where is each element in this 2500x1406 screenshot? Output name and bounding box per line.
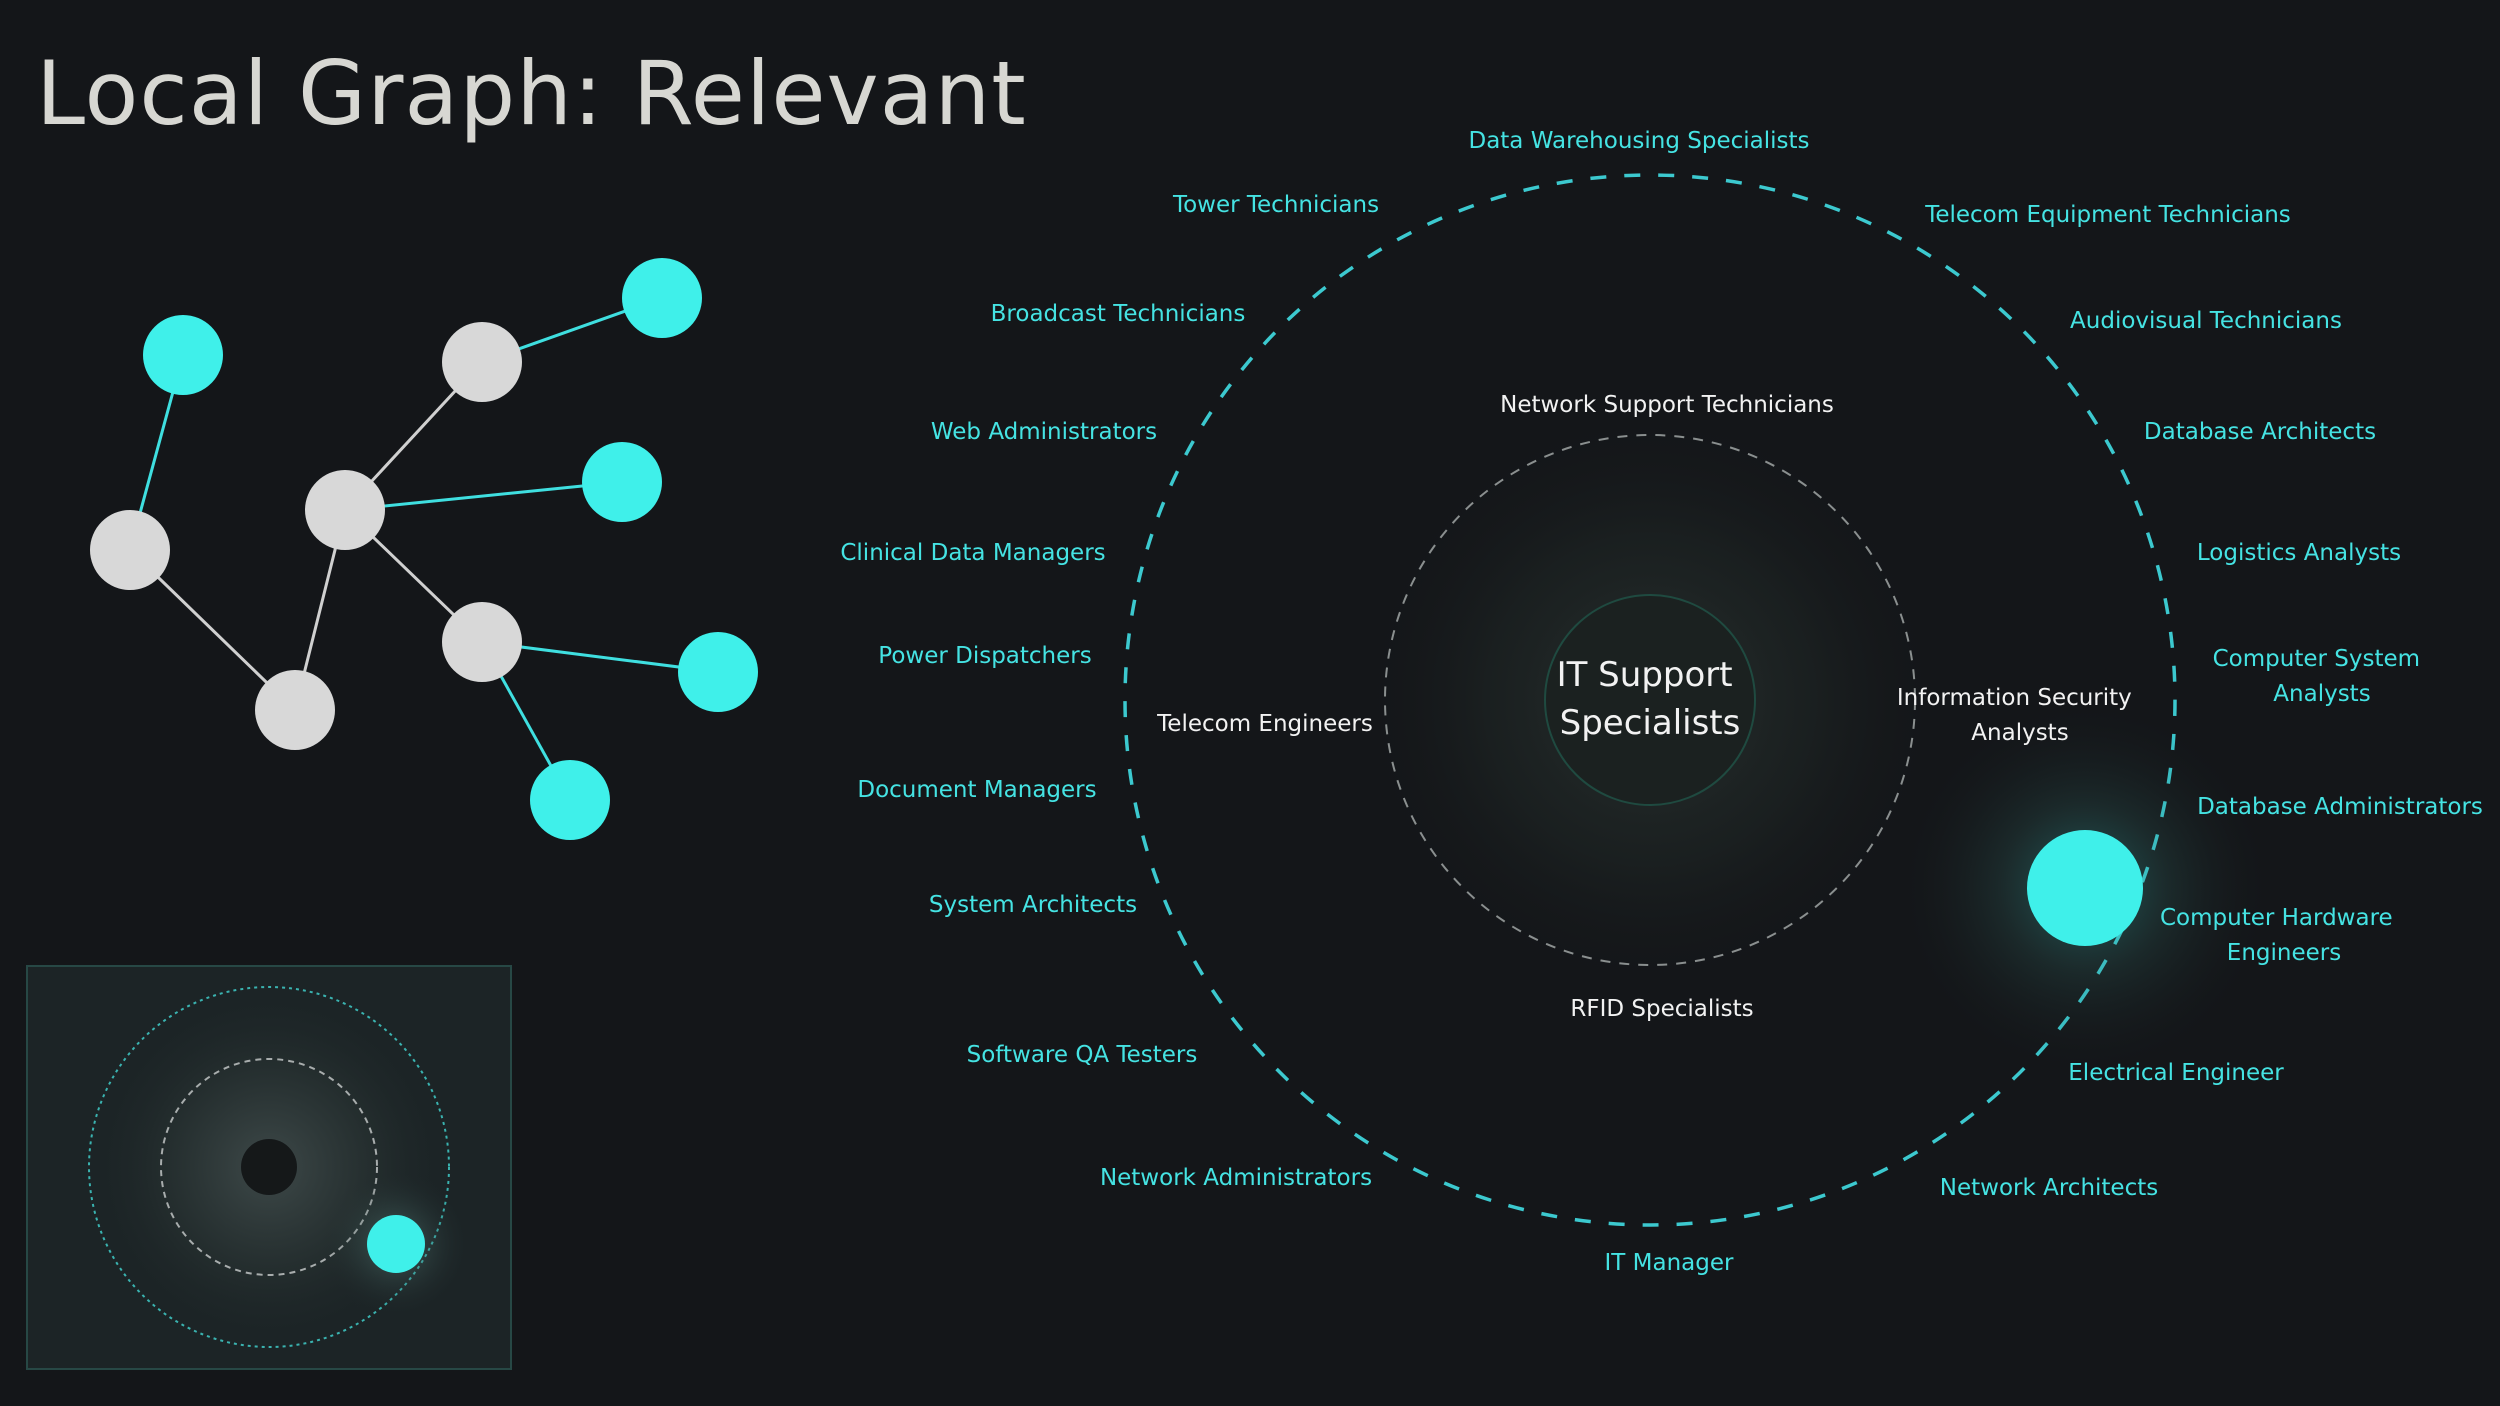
graph-node-accent[interactable] <box>530 760 610 840</box>
outer-label-software-qa-testers[interactable]: Software QA Testers <box>967 1042 1198 1068</box>
outer-label-document-managers[interactable]: Document Managers <box>857 777 1096 803</box>
outer-label-network-architects[interactable]: Network Architects <box>1940 1175 2158 1201</box>
graph-node-accent[interactable] <box>622 258 702 338</box>
minimap-outer-ring <box>88 986 450 1348</box>
outer-ring <box>1123 173 2177 1227</box>
graph-node-grey[interactable] <box>305 470 385 550</box>
center-label: IT Support Specialists <box>1557 655 1744 743</box>
outer-label-database-architects[interactable]: Database Architects <box>2144 419 2376 445</box>
inner-ring-labels: Network Support Technicians Telecom Engi… <box>1156 392 2139 1022</box>
outer-label-data-warehousing-specialists[interactable]: Data Warehousing Specialists <box>1468 128 1809 154</box>
outer-label-power-dispatchers[interactable]: Power Dispatchers <box>878 643 1091 669</box>
graph-node-grey[interactable] <box>442 602 522 682</box>
minimap-graphic <box>88 986 471 1348</box>
inner-label-information-security-analysts[interactable]: Information Security Analysts <box>1897 685 2139 746</box>
graph-edge <box>344 480 623 512</box>
outer-label-it-manager[interactable]: IT Manager <box>1605 1250 1735 1276</box>
outer-label-telecom-equipment-technicians[interactable]: Telecom Equipment Technicians <box>1924 202 2291 228</box>
page-title: Local Graph: Relevant <box>36 42 1027 145</box>
graph-node-grey[interactable] <box>442 322 522 402</box>
graph-node-grey[interactable] <box>255 670 335 750</box>
outer-label-computer-hardware-engineers[interactable]: Computer Hardware Engineers <box>2160 905 2400 966</box>
highlight-node[interactable] <box>2027 830 2143 946</box>
center-ring <box>1544 594 1756 806</box>
inner-ring <box>1384 434 1916 966</box>
outer-label-clinical-data-managers[interactable]: Clinical Data Managers <box>840 540 1105 566</box>
inner-label-network-support-technicians[interactable]: Network Support Technicians <box>1500 392 1834 418</box>
outer-label-database-administrators[interactable]: Database Administrators <box>2197 794 2483 820</box>
graph-node-grey[interactable] <box>90 510 170 590</box>
outer-label-computer-system-analysts[interactable]: Computer System Analysts <box>2213 646 2428 707</box>
center-label-line-2: Specialists <box>1560 703 1741 743</box>
mini-network-graph <box>90 258 758 840</box>
outer-label-electrical-engineer[interactable]: Electrical Engineer <box>2068 1060 2284 1086</box>
outer-label-network-administrators[interactable]: Network Administrators <box>1100 1165 1372 1191</box>
outer-ring-labels: Data Warehousing Specialists Tower Techn… <box>840 128 2483 1276</box>
graph-node-accent[interactable] <box>143 315 223 395</box>
outer-label-audiovisual-technicians[interactable]: Audiovisual Technicians <box>2070 308 2342 334</box>
minimap-highlight-node <box>367 1215 425 1273</box>
outer-label-logistics-analysts[interactable]: Logistics Analysts <box>2197 540 2401 566</box>
minimap-inner-ring <box>160 1058 378 1276</box>
inner-label-rfid-specialists[interactable]: RFID Specialists <box>1570 996 1753 1022</box>
outer-label-broadcast-technicians[interactable]: Broadcast Technicians <box>991 301 1246 327</box>
outer-label-tower-technicians[interactable]: Tower Technicians <box>1172 192 1379 218</box>
outer-label-web-administrators[interactable]: Web Administrators <box>931 419 1157 445</box>
inner-label-telecom-engineers[interactable]: Telecom Engineers <box>1156 711 1373 737</box>
center-label-line-1: IT Support <box>1557 655 1733 695</box>
minimap-panel[interactable] <box>26 965 512 1370</box>
minimap-center <box>241 1139 297 1195</box>
graph-node-accent[interactable] <box>678 632 758 712</box>
outer-label-system-architects[interactable]: System Architects <box>929 892 1137 918</box>
graph-node-accent[interactable] <box>582 442 662 522</box>
